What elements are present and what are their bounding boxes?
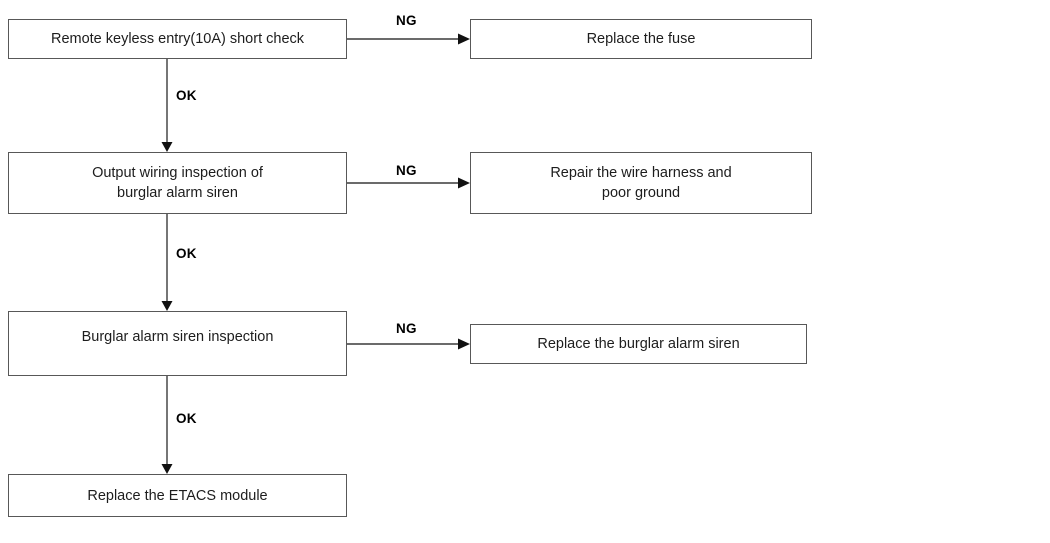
edge-label-ok-2: OK bbox=[176, 246, 197, 261]
node-label: Remote keyless entry(10A) short check bbox=[50, 31, 305, 47]
edge-label-ng-3: NG bbox=[396, 321, 417, 336]
node-label: Repair the wire harness and poor ground bbox=[550, 165, 732, 201]
node-replace-burglar-alarm-siren[interactable]: Replace the burglar alarm siren bbox=[470, 324, 807, 364]
node-label: Burglar alarm siren inspection bbox=[81, 329, 274, 345]
arrowhead-ng-3 bbox=[458, 338, 470, 350]
node-label: Replace the ETACS module bbox=[87, 488, 268, 504]
node-repair-wire-harness[interactable]: Repair the wire harness and poor ground bbox=[470, 152, 812, 214]
node-replace-etacs-module[interactable]: Replace the ETACS module bbox=[8, 474, 347, 517]
node-label: Replace the burglar alarm siren bbox=[537, 336, 740, 352]
node-burglar-alarm-siren-inspection[interactable]: Burglar alarm siren inspection bbox=[8, 311, 347, 376]
node-remote-keyless-entry-short-check[interactable]: Remote keyless entry(10A) short check bbox=[8, 19, 347, 59]
arrowhead-ok-3 bbox=[161, 464, 173, 474]
edge-label-ng-1: NG bbox=[396, 13, 417, 28]
node-label: Replace the fuse bbox=[586, 31, 696, 47]
edge-label-ok-1: OK bbox=[176, 88, 197, 103]
node-label: Output wiring inspection of burglar alar… bbox=[92, 165, 263, 201]
node-replace-the-fuse[interactable]: Replace the fuse bbox=[470, 19, 812, 59]
edge-label-ng-2: NG bbox=[396, 163, 417, 178]
arrowhead-ng-2 bbox=[458, 177, 470, 189]
arrowhead-ok-2 bbox=[161, 301, 173, 311]
arrowhead-ng-1 bbox=[458, 33, 470, 45]
edge-label-ok-3: OK bbox=[176, 411, 197, 426]
node-output-wiring-inspection[interactable]: Output wiring inspection of burglar alar… bbox=[8, 152, 347, 214]
arrowhead-ok-1 bbox=[161, 142, 173, 152]
